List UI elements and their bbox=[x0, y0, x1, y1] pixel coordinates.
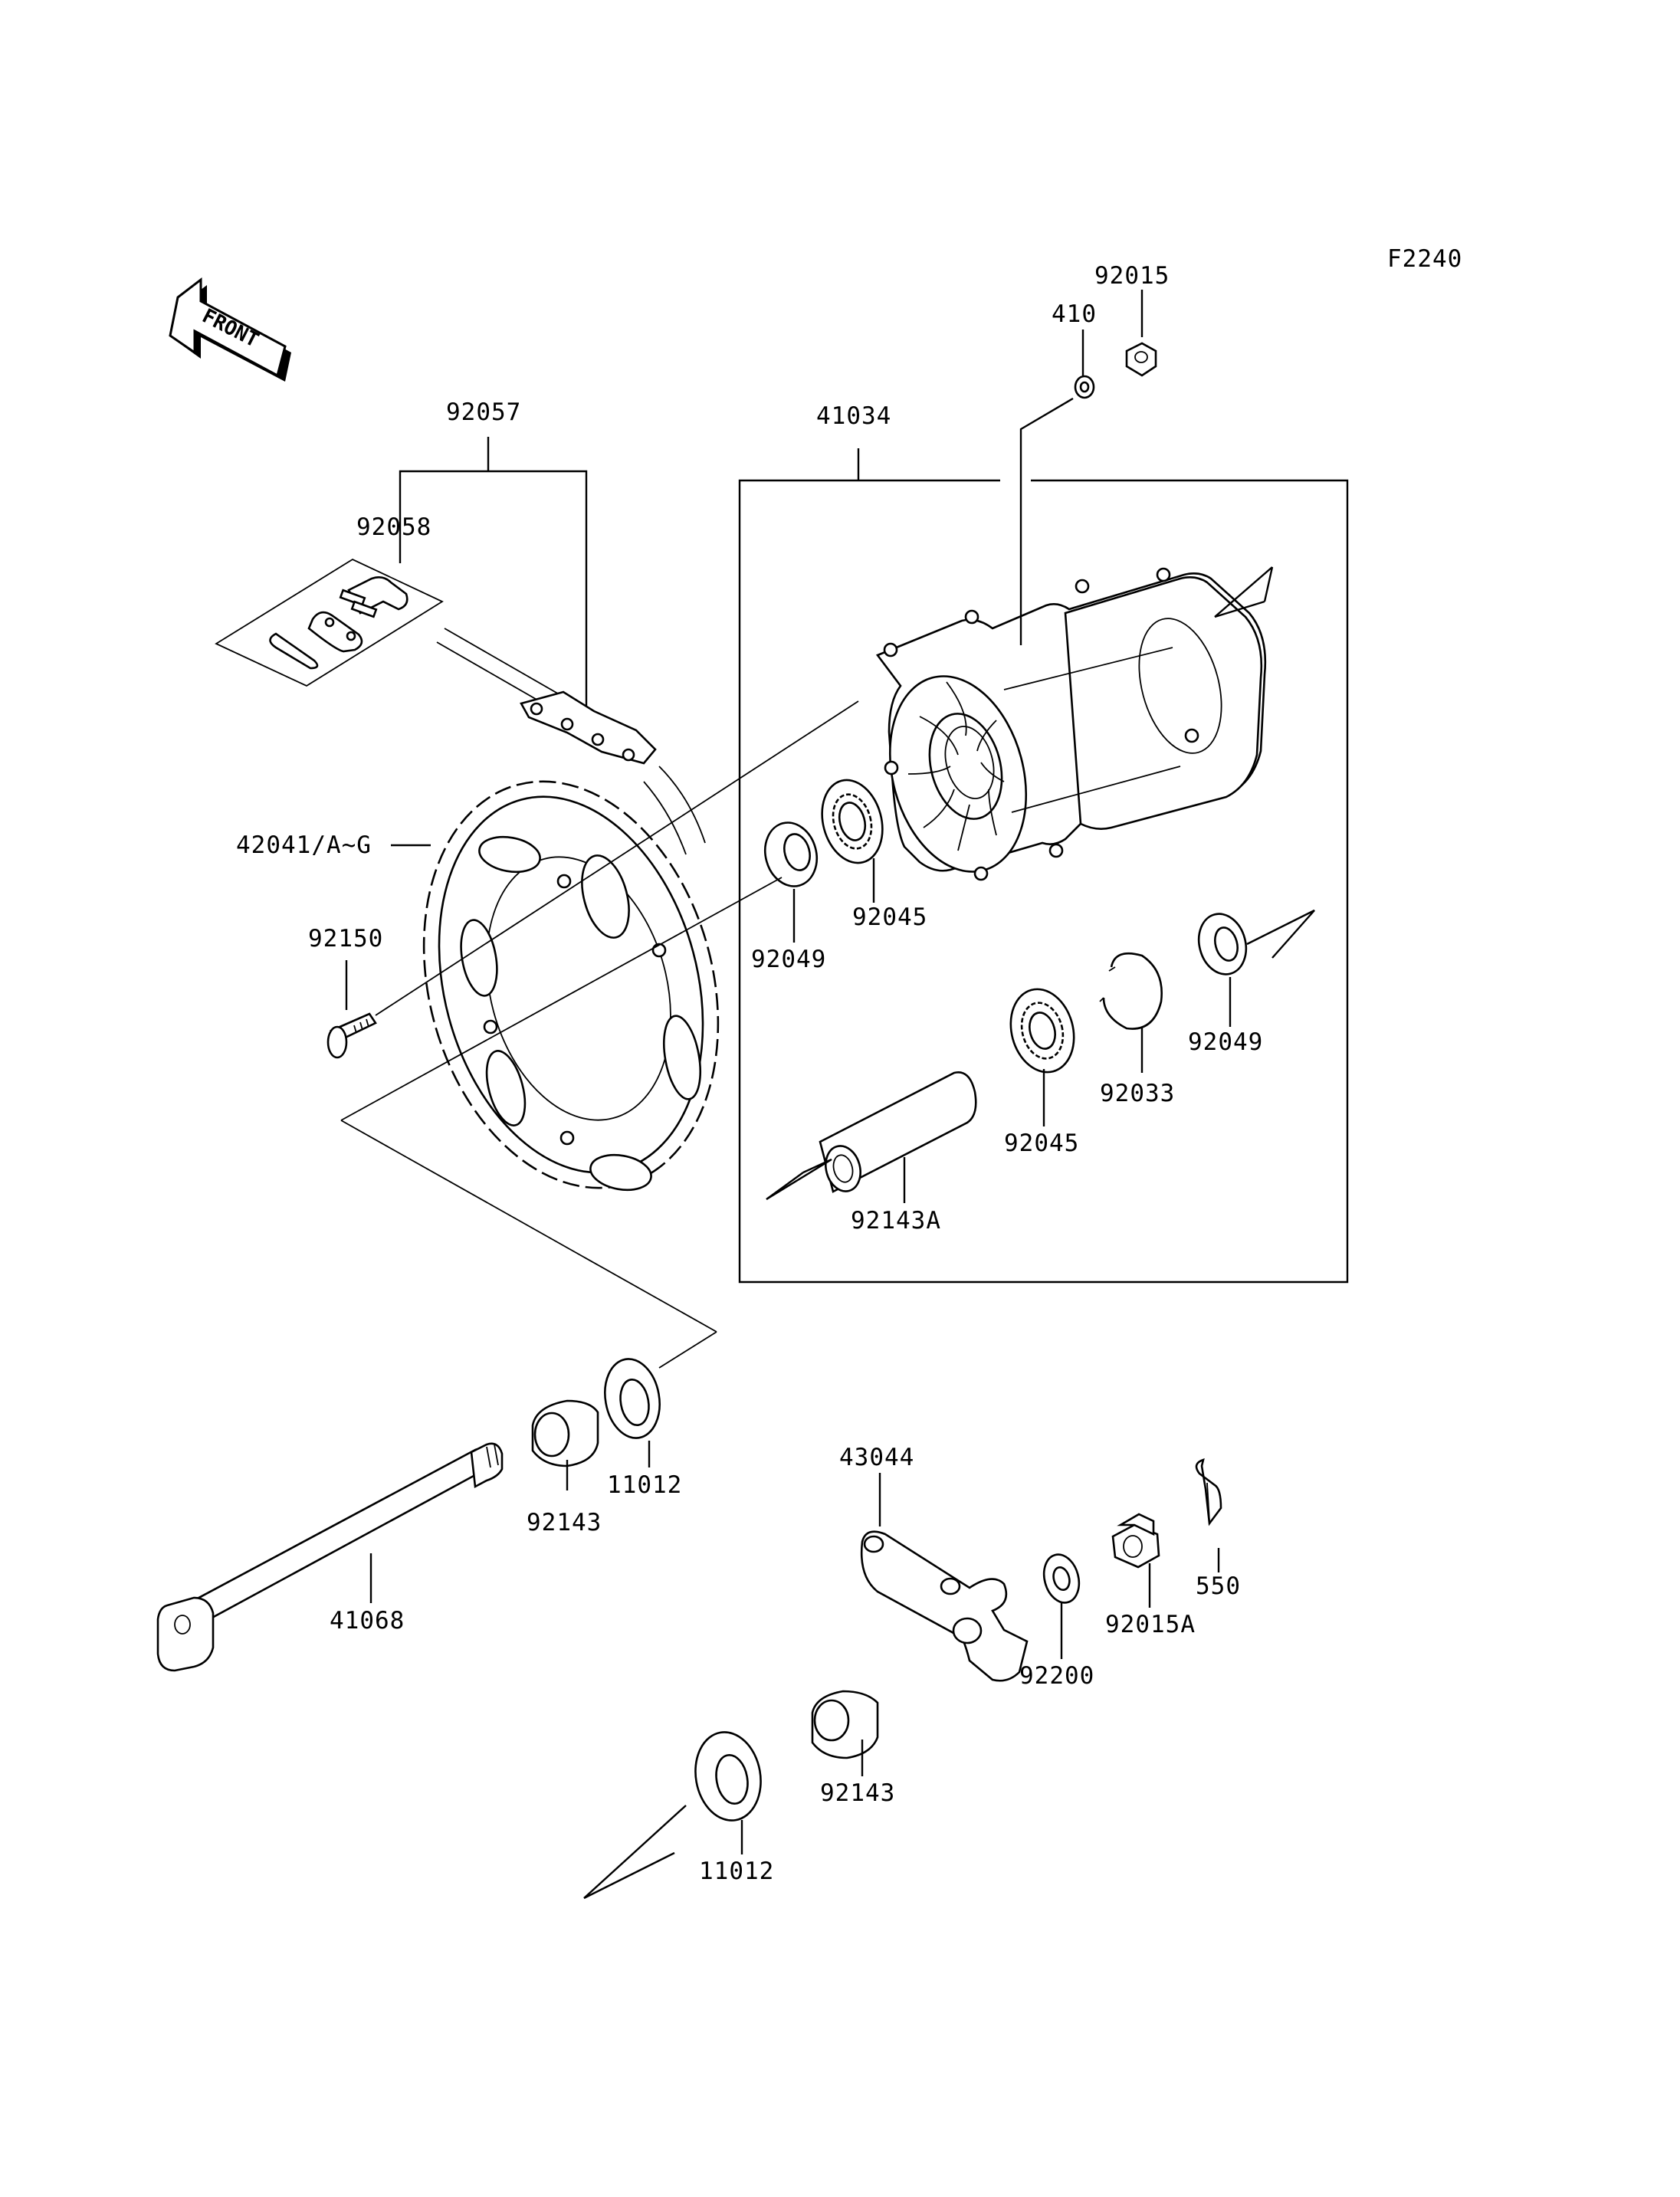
label-11012-lower: 11012 bbox=[699, 1858, 774, 1885]
spacer-92143-lower bbox=[811, 1690, 879, 1776]
chain-callout-lines bbox=[399, 437, 588, 716]
label-92143-lower: 92143 bbox=[820, 1779, 895, 1807]
label-41034: 41034 bbox=[816, 402, 891, 430]
label-410: 410 bbox=[1052, 300, 1097, 328]
label-92015A: 92015A bbox=[1105, 1611, 1196, 1638]
label-92015: 92015 bbox=[1094, 262, 1170, 290]
label-92143A: 92143A bbox=[851, 1207, 941, 1235]
nut-92015 bbox=[1125, 290, 1157, 377]
seal-92049-right bbox=[1197, 909, 1315, 1027]
hub-assembly-box bbox=[738, 448, 1349, 1284]
label-92049-top: 92049 bbox=[751, 946, 826, 973]
collar-11012-lower bbox=[583, 1731, 762, 1900]
label-92045-bottom: 92045 bbox=[1004, 1130, 1079, 1157]
washer-92200 bbox=[1042, 1553, 1081, 1659]
label-43044: 43044 bbox=[839, 1444, 914, 1471]
label-92057: 92057 bbox=[446, 398, 521, 426]
label-92045-top: 92045 bbox=[852, 903, 927, 931]
seal-92049-top bbox=[340, 821, 818, 1369]
spacer-92143A bbox=[766, 1071, 977, 1203]
label-92200: 92200 bbox=[1019, 1662, 1094, 1690]
label-41068: 41068 bbox=[330, 1607, 405, 1635]
label-550: 550 bbox=[1196, 1572, 1241, 1600]
circlip-92033 bbox=[1099, 952, 1163, 1073]
chain-adjuster-43044 bbox=[860, 1473, 1029, 1682]
washer-410 bbox=[1074, 330, 1095, 399]
rear-sprocket bbox=[422, 780, 720, 1192]
bearing-92045-top bbox=[821, 779, 884, 903]
bearing-92045-bottom bbox=[1009, 988, 1075, 1126]
figure-code: F2240 bbox=[1387, 245, 1462, 273]
label-92033: 92033 bbox=[1100, 1080, 1175, 1107]
label-92150: 92150 bbox=[308, 925, 383, 953]
rear-hub bbox=[875, 397, 1274, 881]
label-42041: 42041/A~G bbox=[236, 831, 372, 859]
label-92058: 92058 bbox=[356, 513, 431, 541]
cotter-pin-550 bbox=[1195, 1458, 1222, 1572]
chain-joint-kit bbox=[215, 558, 444, 687]
label-11012-upper: 11012 bbox=[607, 1471, 682, 1499]
drive-chain bbox=[436, 628, 706, 855]
collar-11012-upper bbox=[604, 1358, 661, 1467]
label-92049-right: 92049 bbox=[1188, 1028, 1263, 1056]
label-92143-upper: 92143 bbox=[527, 1509, 602, 1536]
rear-axle bbox=[156, 1442, 504, 1672]
castle-nut-92015A bbox=[1111, 1513, 1160, 1608]
spacer-92143-upper bbox=[531, 1399, 599, 1490]
front-arrow-icon: FRONT bbox=[169, 277, 291, 382]
sprocket-bolt bbox=[326, 700, 859, 1059]
